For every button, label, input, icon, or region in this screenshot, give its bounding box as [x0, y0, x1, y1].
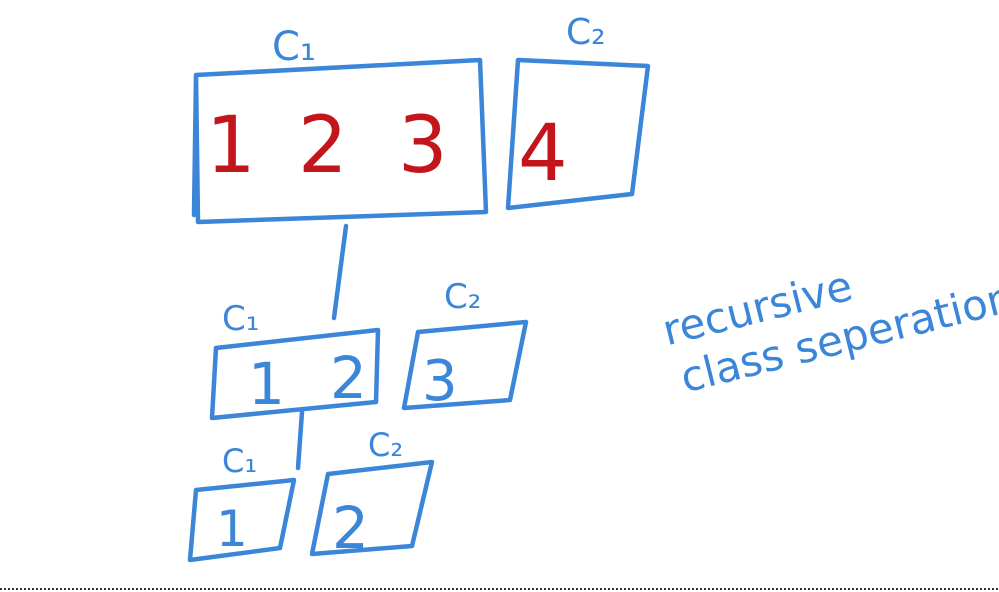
level1-left-box — [191, 57, 489, 225]
level1-right-number-4: 4 — [518, 109, 568, 199]
level1-left-number-2: 2 — [298, 101, 348, 191]
level2-to-level3-connector — [295, 409, 305, 471]
level3-left-number-1: 1 — [216, 500, 248, 558]
level1-c1-label: C₁ — [272, 24, 316, 70]
level1-to-level2-connector — [331, 223, 349, 321]
level3-c1-label: C₁ — [222, 442, 257, 480]
level3-c2-label: C₂ — [368, 426, 403, 464]
level2-left-number-2: 2 — [330, 344, 367, 412]
level2-left-number-1: 1 — [248, 350, 285, 418]
level1-left-number-3: 3 — [398, 101, 448, 191]
level1-left-number-1: 1 — [206, 101, 256, 191]
level2-left-box — [209, 327, 381, 421]
level2-right-box — [401, 319, 529, 411]
level3-right-number-2: 2 — [332, 494, 369, 562]
level3-right-box — [309, 459, 435, 557]
level2-c2-label: C₂ — [444, 277, 481, 317]
level1-c2-label: C₂ — [566, 12, 606, 53]
level2-c1-label: C₁ — [222, 299, 259, 339]
level1-right-box — [505, 57, 651, 211]
level2-right-number-3: 3 — [422, 349, 458, 414]
level3-left-box — [187, 477, 297, 563]
